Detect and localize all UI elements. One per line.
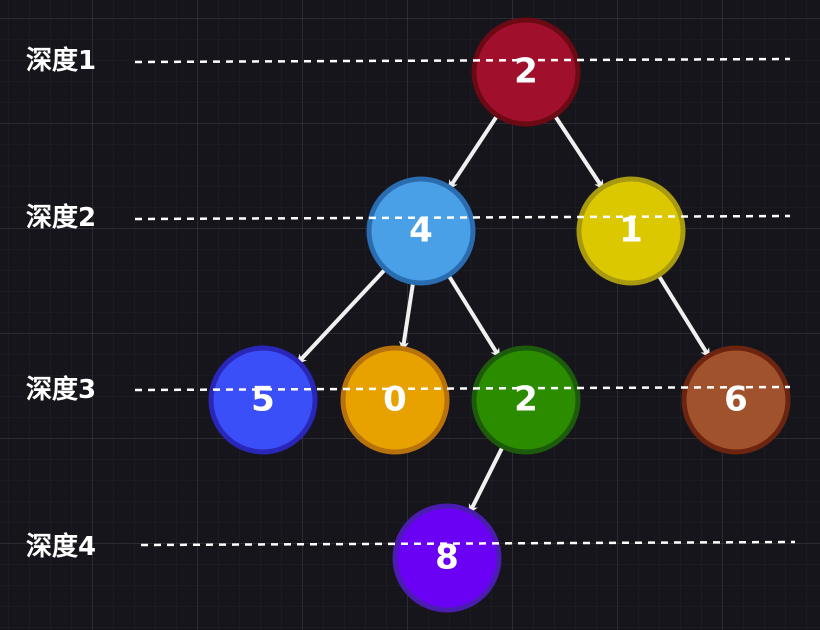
- tree-node: 1: [576, 176, 686, 286]
- node-value: 5: [251, 380, 275, 420]
- node-circle: [366, 176, 476, 286]
- edge-arrow: [447, 274, 502, 360]
- node-circle: [208, 345, 318, 455]
- edge-arrow: [399, 282, 415, 353]
- node-circle: [392, 503, 502, 613]
- edge-arrow: [446, 115, 499, 192]
- tree-node: 6: [681, 345, 791, 455]
- node-circle: [340, 345, 450, 455]
- depth-label-1: 深度1: [26, 46, 97, 76]
- tree-node: 8: [392, 503, 502, 613]
- depth-label-4: 深度4: [26, 532, 97, 562]
- tree-node: 5: [208, 345, 318, 455]
- node-circle: [471, 17, 581, 127]
- node-value: 8: [435, 538, 459, 578]
- edge-arrow: [657, 274, 712, 360]
- depth-label-2: 深度2: [26, 203, 97, 233]
- depth-guide-line-2: [134, 214, 791, 221]
- depth-guide-line-1: [134, 57, 791, 64]
- node-value: 1: [619, 211, 643, 251]
- node-value: 6: [724, 380, 748, 420]
- depth-guide-line-4: [140, 540, 796, 547]
- node-circle: [681, 345, 791, 455]
- tree-node: 2: [471, 345, 581, 455]
- node-value: 2: [514, 52, 538, 92]
- tree-node: 2: [471, 17, 581, 127]
- edge-arrow: [553, 115, 606, 192]
- tree-node: 0: [340, 345, 450, 455]
- node-value: 4: [409, 211, 433, 251]
- node-value: 0: [383, 380, 407, 420]
- edge-arrow: [295, 268, 387, 366]
- node-circle: [576, 176, 686, 286]
- node-value: 2: [514, 380, 538, 420]
- edge-arrow: [467, 446, 504, 516]
- depth-guide-line-3: [134, 385, 791, 392]
- tree-node: 4: [366, 176, 476, 286]
- depth-label-3: 深度3: [26, 375, 97, 405]
- node-circle: [471, 345, 581, 455]
